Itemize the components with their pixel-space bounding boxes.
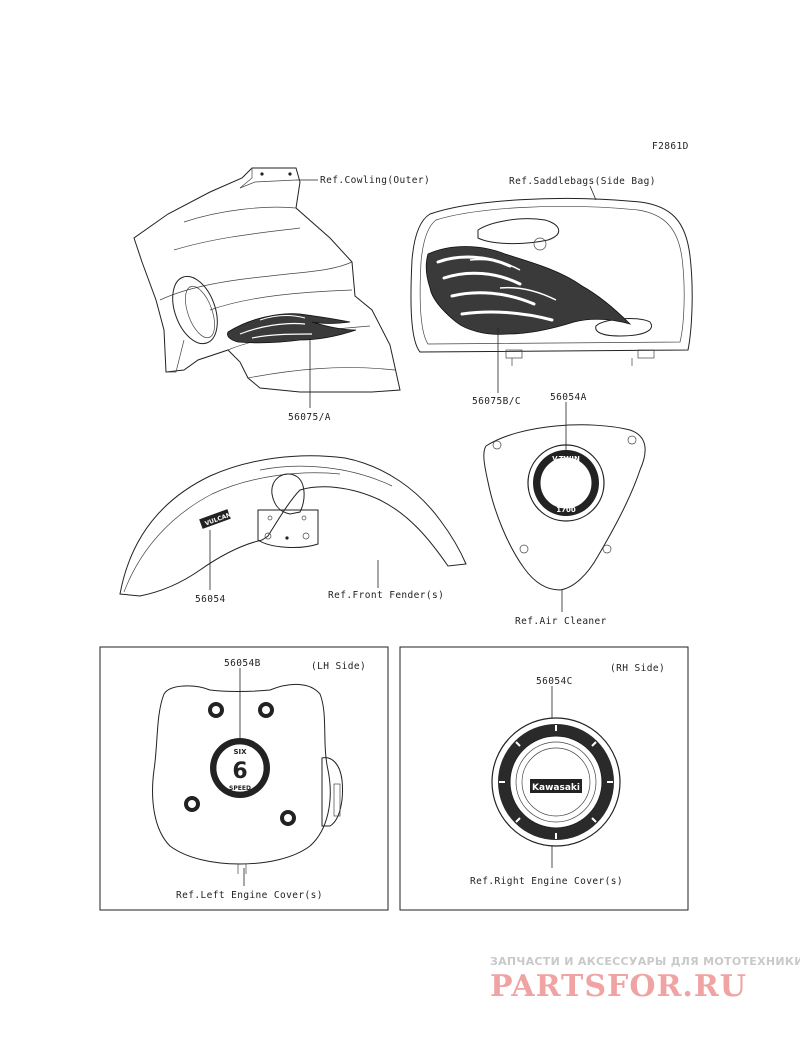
emblem-1700-text: 1700 — [556, 506, 576, 514]
cowling-illustration — [133, 167, 401, 393]
label-56075a: 56075/A — [288, 412, 331, 423]
emblem-speed-text: SPEED — [229, 785, 251, 792]
rim-notches — [499, 725, 613, 839]
label-left-engine-cover: Ref.Left Engine Cover(s) — [176, 890, 323, 901]
label-56054b: 56054B — [224, 658, 261, 669]
watermark-brand: PARTSFOR.RU — [490, 969, 747, 1004]
label-lh-side: (LH Side) — [311, 661, 366, 672]
kawasaki-logo-plate — [530, 779, 582, 793]
emblem-six-number: 6 — [232, 759, 247, 784]
label-air-cleaner: Ref.Air Cleaner — [515, 616, 607, 627]
rh-side-panel-frame — [399, 646, 689, 911]
v-twin-emblem: V-TWIN 1700 — [527, 444, 605, 522]
flame-decal-cowling — [227, 313, 357, 344]
label-front-fender: Ref.Front Fender(s) — [328, 590, 444, 601]
air-cleaner-illustration: V-TWIN 1700 — [483, 424, 646, 591]
watermark-tagline: ЗАПЧАСТИ И АКСЕССУАРЫ ДЛЯ МОТОТЕХНИКИ — [490, 955, 800, 968]
fender-decal: VULCAN — [199, 509, 232, 529]
left-engine-cover-illustration: SIX 6 SPEED — [152, 684, 343, 874]
emblem-vtwin-text: V-TWIN — [552, 455, 580, 463]
saddlebag-illustration — [410, 197, 693, 366]
bolt-icons — [184, 702, 296, 826]
label-cowling: Ref.Cowling(Outer) — [320, 175, 430, 186]
figure-code: F2861D — [652, 141, 689, 152]
label-saddlebags: Ref.Saddlebags(Side Bag) — [509, 176, 656, 187]
label-rh-side: (RH Side) — [610, 663, 665, 674]
label-56054c: 56054C — [536, 676, 573, 687]
right-engine-cover-illustration: Kawasaki — [491, 717, 621, 847]
label-56054: 56054 — [195, 594, 226, 605]
six-speed-emblem: SIX 6 SPEED — [210, 738, 270, 798]
label-56075bc: 56075B/C — [472, 396, 521, 407]
flame-decal-saddlebag — [425, 246, 632, 335]
emblem-six-text: SIX — [233, 748, 247, 756]
kawasaki-logo-text: Kawasaki — [532, 783, 580, 793]
label-right-engine-cover: Ref.Right Engine Cover(s) — [470, 876, 623, 887]
lh-side-panel-frame — [99, 646, 389, 911]
label-56054a: 56054A — [550, 392, 587, 403]
front-fender-illustration: VULCAN — [119, 455, 467, 597]
